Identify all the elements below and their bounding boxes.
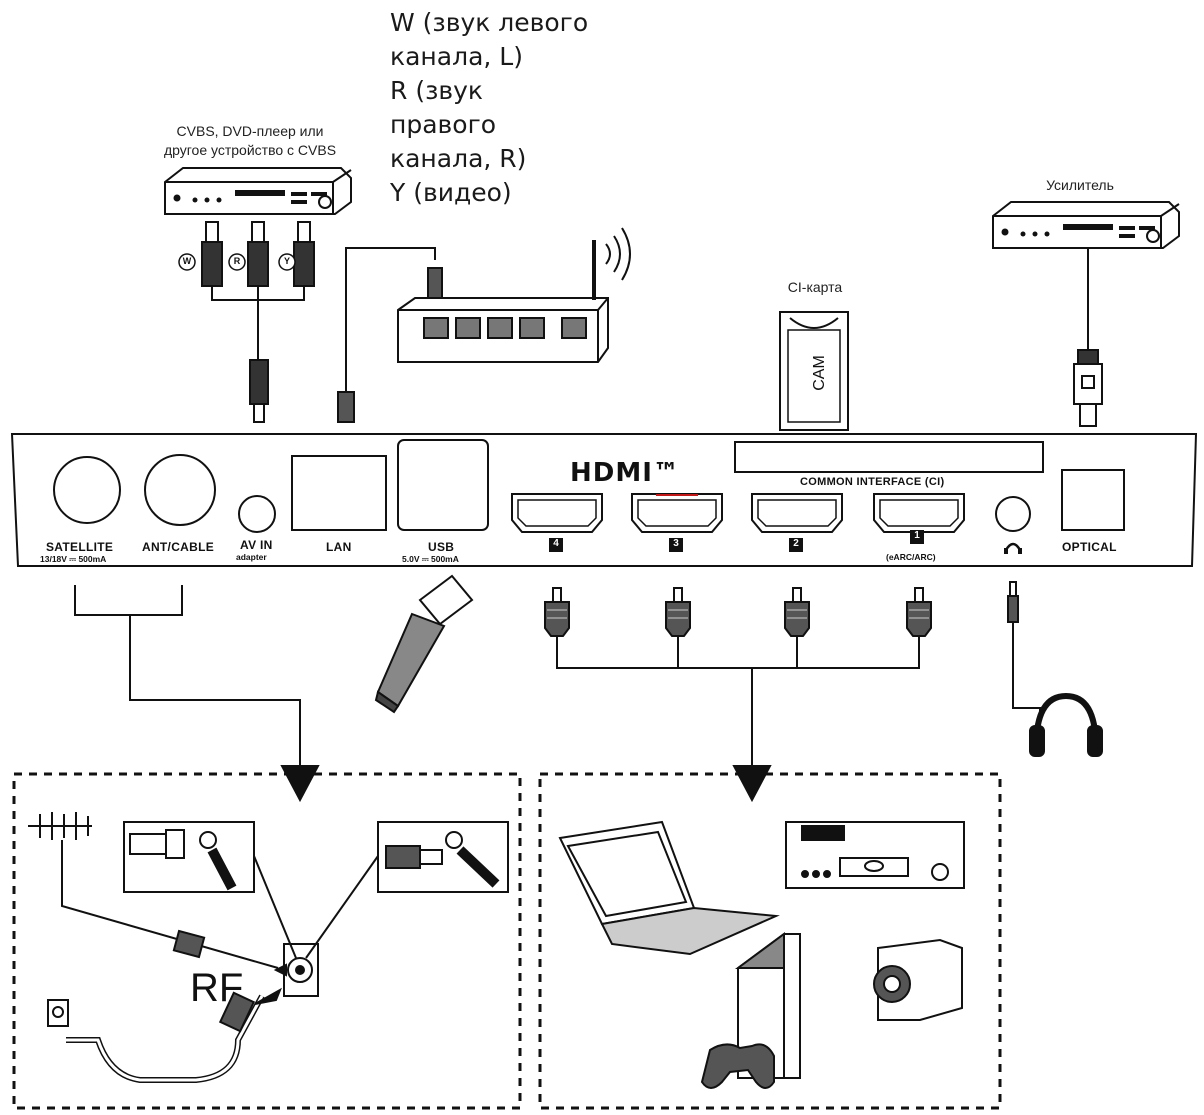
legend-line: W (звук левого bbox=[390, 8, 589, 37]
legend-line: канала, L) bbox=[390, 42, 523, 71]
hdmi-1-number: 1 bbox=[914, 530, 920, 541]
amplifier-caption: Усилитель bbox=[1046, 177, 1114, 193]
dvd-caption-line2: другое устройство с CVBS bbox=[163, 142, 337, 158]
antenna-connector-arrow bbox=[74, 585, 320, 803]
laptop-icon bbox=[558, 820, 780, 956]
rca-badge-w: W bbox=[182, 256, 192, 266]
dvd-caption-line1: CVBS, DVD-плеер или bbox=[176, 123, 324, 139]
hdmi-2-number: 2 bbox=[793, 538, 799, 549]
rca-badge-r: R bbox=[233, 256, 241, 266]
lan-port[interactable] bbox=[291, 455, 387, 531]
ci-slot[interactable] bbox=[734, 441, 1044, 473]
legend-line: Y (видео) bbox=[390, 178, 512, 207]
rca-badge-y: Y bbox=[283, 256, 290, 266]
legend-line: правого bbox=[390, 110, 496, 139]
av-in-label: AV IN bbox=[240, 538, 273, 552]
dvd-recorder-icon bbox=[785, 821, 965, 889]
antenna-setup-icon bbox=[28, 812, 509, 1083]
hdmi-devices-box bbox=[538, 772, 1002, 1110]
hdmi-3-number: 3 bbox=[673, 538, 679, 549]
optical-cable-icon bbox=[1073, 248, 1103, 427]
satellite-label: SATELLITE bbox=[46, 540, 114, 554]
rca-letter-badges bbox=[178, 253, 296, 271]
ant-cable-port[interactable] bbox=[144, 454, 216, 526]
hdmi-plugs-icon bbox=[544, 587, 932, 637]
optical-port[interactable] bbox=[1061, 469, 1125, 531]
usb-label: USB bbox=[428, 540, 455, 554]
dvd-player-icon bbox=[164, 167, 352, 215]
hdmi-port-4[interactable] bbox=[511, 493, 603, 533]
headphone-port[interactable] bbox=[995, 496, 1031, 532]
satellite-port[interactable] bbox=[53, 456, 121, 524]
headphones-icon bbox=[1007, 581, 1103, 757]
ant-cable-label: ANT/CABLE bbox=[142, 540, 215, 554]
gamepad-icon bbox=[700, 1043, 775, 1089]
satellite-sub-label: 13/18V ⎓ 500mA bbox=[40, 554, 107, 564]
ci-label: COMMON INTERFACE (CI) bbox=[800, 476, 945, 488]
hdmi-port-3[interactable] bbox=[631, 493, 723, 533]
usb-port[interactable] bbox=[397, 439, 489, 531]
usb-sub-label: 5.0V ⎓ 500mA bbox=[402, 554, 459, 564]
hdmi-port-1[interactable] bbox=[873, 493, 965, 533]
router-icon bbox=[397, 227, 631, 363]
optical-label: OPTICAL bbox=[1062, 540, 1117, 554]
av-in-sub-label: adapter bbox=[236, 552, 267, 562]
lan-label: LAN bbox=[326, 540, 352, 554]
amplifier-icon bbox=[992, 201, 1180, 249]
rf-label: RF bbox=[190, 966, 244, 1010]
legend-line: канала, R) bbox=[390, 144, 527, 173]
hdmi-port-2[interactable] bbox=[751, 493, 843, 533]
camcorder-icon bbox=[873, 938, 963, 1021]
tv-back-panel bbox=[10, 433, 1198, 567]
hdmi-4-number: 4 bbox=[553, 538, 559, 549]
cam-label: CAM bbox=[810, 355, 828, 391]
rca-legend: W (звук левого канала, L) R (звук правог… bbox=[390, 6, 588, 210]
av-in-port[interactable] bbox=[238, 495, 276, 533]
hdmi-1-sub-label: (eARC/ARC) bbox=[886, 552, 936, 562]
game-console-icon bbox=[734, 932, 801, 1079]
lan-cable-icon bbox=[337, 247, 443, 423]
ci-card-caption: CI-карта bbox=[787, 279, 843, 295]
legend-line: R (звук bbox=[390, 76, 483, 105]
hdmi-logo: HDMI™ bbox=[570, 458, 680, 488]
ci-card-icon bbox=[779, 311, 849, 431]
rca-plugs-icon bbox=[201, 221, 315, 423]
dvd-caption: CVBS, DVD-плеер или другое устройство с … bbox=[130, 122, 370, 160]
usb-stick-icon bbox=[374, 574, 474, 714]
